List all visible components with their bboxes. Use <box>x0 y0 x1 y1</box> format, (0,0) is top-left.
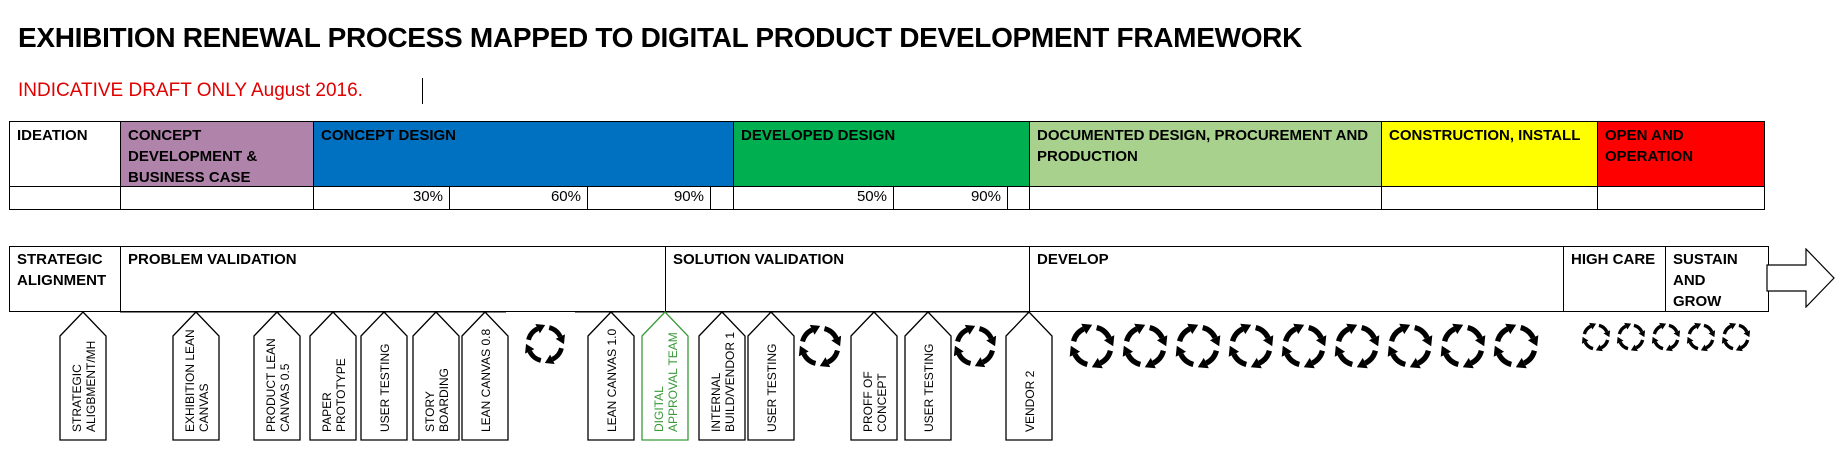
cycle-arrows-icon <box>525 324 565 364</box>
progress-cell: 60% <box>449 186 588 210</box>
phase-label: SOLUTION VALIDATION <box>673 251 845 268</box>
cycle-arrows-icon <box>1581 322 1611 352</box>
progress-cell <box>1007 186 1030 210</box>
progress-cell <box>710 186 734 210</box>
stage-label: CONCEPT DESIGN <box>321 127 457 144</box>
cycle-arrows-icon <box>1493 323 1539 369</box>
progress-cell: 90% <box>587 186 711 210</box>
tag-label: DIGITAL <box>652 386 666 432</box>
progress-cell <box>1597 186 1765 210</box>
activity-tag: LEAN CANVAS 1.0 <box>587 311 635 441</box>
tag-label: PROFF OF <box>861 371 875 432</box>
tag-label: VENDOR 2 <box>1023 370 1037 432</box>
diagram-title: EXHIBITION RENEWAL PROCESS MAPPED TO DIG… <box>18 22 1303 53</box>
cycle-arrows-icon <box>1616 322 1646 352</box>
phase-label: SUSTAIN AND GROW <box>1673 251 1738 310</box>
tag-label: CONCEPT <box>875 373 889 432</box>
phase-sustain-grow: SUSTAIN AND GROW <box>1665 246 1769 312</box>
cycle-arrows-icon <box>798 324 842 368</box>
right-arrow-icon <box>1766 248 1835 308</box>
tag-label: LEAN CANVAS 0.8 <box>479 329 493 432</box>
phase-label: PROBLEM VALIDATION <box>128 251 297 268</box>
divider-line <box>422 78 423 104</box>
activity-tag: VENDOR 2 <box>1005 311 1053 441</box>
tag-label: PAPER <box>320 392 334 432</box>
tag-label: PROTOTYPE <box>334 358 348 432</box>
activity-tag: LEAN CANVAS 0.8 <box>461 311 509 441</box>
phase-label: HIGH CARE <box>1571 251 1656 268</box>
stage-label: DOCUMENTED DESIGN, PROCUREMENT AND PRODU… <box>1037 127 1369 165</box>
phase-strategic-alignment: STRATEGIC ALIGNMENT <box>9 246 121 312</box>
tag-label: ALIGBMENT/MH <box>84 341 98 432</box>
tag-label: BUILD/VENDOR 1 <box>723 332 737 432</box>
stage-developed-design: DEVELOPED DESIGN <box>733 121 1030 187</box>
tag-label: BOARDING <box>437 368 451 432</box>
phase-develop: DEVELOP <box>1029 246 1564 312</box>
progress-cell <box>9 186 121 210</box>
draft-note: INDICATIVE DRAFT ONLY August 2016. <box>18 80 363 101</box>
tag-label: USER TESTING <box>922 344 936 432</box>
progress-cell <box>1029 186 1382 210</box>
activity-tag: USER TESTING <box>747 311 795 441</box>
cycle-arrows-icon <box>1281 323 1327 369</box>
phase-label: DEVELOP <box>1037 251 1109 268</box>
tag-label: CANVAS <box>197 384 211 432</box>
stage-label: CONSTRUCTION, INSTALL <box>1389 127 1581 144</box>
tag-label: USER TESTING <box>378 344 392 432</box>
stage-label: DEVELOPED DESIGN <box>741 127 896 144</box>
tag-label: INTERNAL <box>709 372 723 432</box>
activity-tag: USER TESTING <box>360 311 408 441</box>
cycle-arrows-icon <box>1387 323 1433 369</box>
cycle-arrows-icon <box>1069 323 1115 369</box>
tag-label: CANVAS 0.5 <box>278 363 292 432</box>
progress-cell: 30% <box>313 186 450 210</box>
progress-cell <box>120 186 314 210</box>
tag-label: STORY <box>423 391 437 432</box>
stage-concept-design: CONCEPT DESIGN <box>313 121 734 187</box>
cycle-arrows-icon <box>1440 323 1486 369</box>
cycle-arrows-icon <box>1334 323 1380 369</box>
stage-label: IDEATION <box>17 127 88 144</box>
cycle-arrows-icon <box>1686 322 1716 352</box>
progress-cell: 50% <box>733 186 894 210</box>
cycle-arrows-icon <box>1721 322 1751 352</box>
stage-open-operation: OPEN AND OPERATION <box>1597 121 1765 187</box>
tag-label: APPROVAL TEAM <box>666 332 680 432</box>
progress-cell <box>1381 186 1598 210</box>
tag-label: USER TESTING <box>765 344 779 432</box>
tag-label: STRATEGIC <box>70 364 84 432</box>
tag-label: EXHIBITION LEAN <box>183 329 197 432</box>
stage-documented-design: DOCUMENTED DESIGN, PROCUREMENT AND PRODU… <box>1029 121 1382 187</box>
stage-construction: CONSTRUCTION, INSTALL <box>1381 121 1598 187</box>
stage-concept-development: CONCEPT DEVELOPMENT & BUSINESS CASE <box>120 121 314 187</box>
phase-high-care: HIGH CARE <box>1563 246 1666 312</box>
cycle-arrows-icon <box>1122 323 1168 369</box>
tag-label: LEAN CANVAS 1.0 <box>605 329 619 432</box>
progress-cell: 90% <box>893 186 1008 210</box>
stage-label: OPEN AND OPERATION <box>1605 127 1694 165</box>
cycle-arrows-icon <box>1651 322 1681 352</box>
stage-label: CONCEPT DEVELOPMENT & BUSINESS CASE <box>128 127 258 186</box>
phase-label: STRATEGIC ALIGNMENT <box>17 251 107 289</box>
cycle-arrows-icon <box>1175 323 1221 369</box>
activity-tag: USER TESTING <box>904 311 952 441</box>
cycle-arrows-icon <box>1228 323 1274 369</box>
tag-label: PRODUCT LEAN <box>264 338 278 432</box>
cycle-arrows-icon <box>953 324 997 368</box>
stage-ideation: IDEATION <box>9 121 121 187</box>
